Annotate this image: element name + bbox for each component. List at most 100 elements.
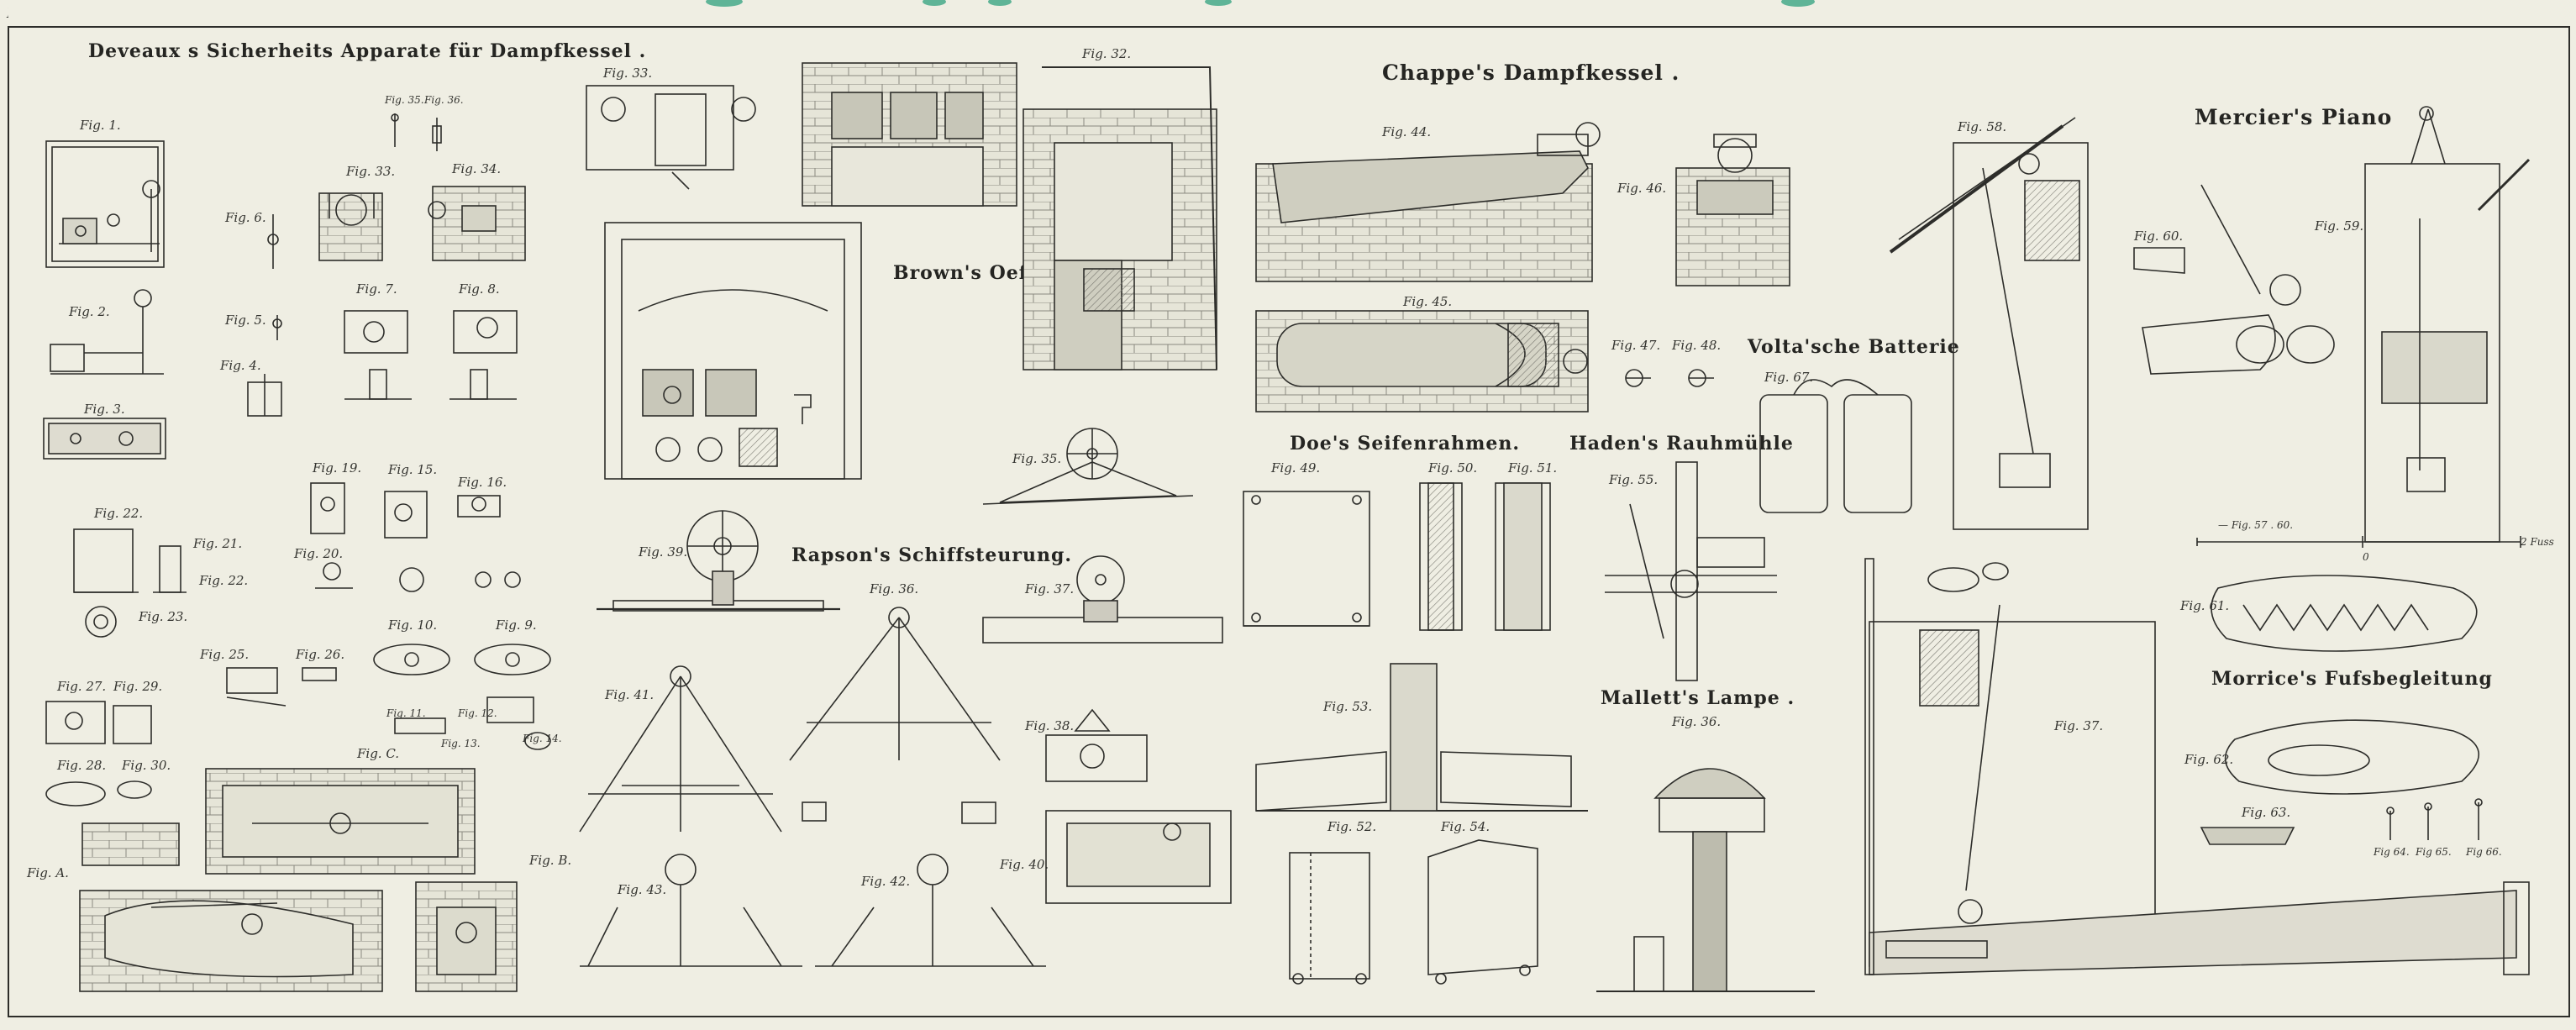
fig-label-42: Fig. 42. (861, 874, 911, 889)
fig-61-drawing (2211, 575, 2478, 652)
fig-label-47: Fig. 47. (1611, 338, 1661, 353)
fig-51-drawing (1495, 482, 1551, 631)
fig-label-14: Fig. 14. (523, 733, 562, 744)
fig-label-7: Fig. 7. (356, 281, 397, 297)
fig-label-15: Fig. 15. (388, 462, 438, 477)
fig-label-33b: Fig. 33. (603, 66, 653, 81)
fig-label-65: Fig 65. (2416, 846, 2452, 858)
fig-label-22b: Fig. 22. (199, 573, 249, 588)
fig-label-57: Fig. 37. (2054, 718, 2104, 733)
title-haden: Haden's Rauhmühle (1569, 433, 1794, 455)
fig-label-63: Fig. 63. (2242, 805, 2291, 820)
fig-36-drawing (789, 607, 1001, 761)
fig-label-36b: Fig. 36. (870, 581, 919, 596)
fig-label-45: Fig. 45. (1403, 294, 1453, 309)
fig-label-64: Fig 64. (2374, 846, 2410, 858)
fig-label-B: Fig. B. (529, 853, 572, 868)
fig-label-20: Fig. 20. (294, 546, 344, 561)
fig-label-48: Fig. 48. (1672, 338, 1722, 353)
fig-label-23: Fig. 23. (139, 609, 188, 624)
fig-46-drawing (1675, 134, 1790, 286)
fig-label-61: Fig. 61. (2180, 598, 2230, 613)
fig-label-52: Fig. 52. (1327, 819, 1377, 834)
fig-label-35a: Fig. 35. (385, 94, 424, 106)
small-parts-deveaux (226, 113, 551, 750)
fig-label-29: Fig. 29. (113, 679, 163, 694)
fig-label-9: Fig. 9. (496, 617, 537, 633)
fig-54-drawing (1427, 839, 1538, 985)
fig-3-drawing (43, 418, 166, 460)
fig-label-43: Fig. 43. (618, 882, 667, 897)
fig-C-drawing (205, 768, 476, 875)
scale-zero: 0 (2363, 551, 2369, 563)
fig-59-drawing (2364, 106, 2531, 543)
header-right: Dingler's polyt. Journal Bd. LXXXVII Tab… (2247, 5, 2568, 22)
fig-label-41: Fig. 41. (605, 687, 655, 702)
fig-label-62: Fig. 62. (2184, 752, 2234, 767)
title-volta: Volta'sche Batterie (1748, 336, 1960, 358)
fig-35-drawing (982, 428, 1194, 505)
fig-label-A: Fig. A. (27, 865, 69, 880)
fig-label-32: Fig. 32. (1082, 46, 1132, 61)
fig-2-drawing (50, 289, 164, 375)
fig-53-drawing (1255, 663, 1588, 812)
fig-label-46: Fig. 46. (1617, 181, 1667, 196)
fig-label-40: Fig. 40. (1000, 857, 1049, 872)
header-left: Neue Reihe Bd. XXXVII Tab. IV. (7, 5, 234, 22)
fig-49-drawing (1243, 491, 1370, 627)
brown-oven-front-drawing (604, 222, 862, 480)
fig-label-50: Fig. 50. (1428, 460, 1478, 476)
title-mercier: Mercier's Piano (2195, 105, 2393, 129)
fig-56-drawing (1596, 768, 1815, 992)
fig-label-53: Fig. 53. (1323, 699, 1373, 714)
fig-label-4: Fig. 4. (220, 358, 261, 373)
fig-B-drawing (415, 881, 518, 992)
fig-label-44: Fig. 44. (1382, 124, 1432, 139)
fig-58-drawing (1889, 117, 2089, 530)
fig-label-21: Fig. 21. (193, 536, 243, 551)
fig-label-8: Fig. 8. (459, 281, 500, 297)
fig-label-28: Fig. 28. (57, 758, 107, 773)
fig-43-drawing (580, 854, 802, 967)
fig-label-36a: Fig. 36. (424, 94, 464, 106)
fig-50-drawing (1419, 482, 1463, 631)
fig-label-12: Fig. 12. (458, 707, 497, 719)
fig-label-38: Fig. 38. (1025, 718, 1075, 733)
fig-label-2: Fig. 2. (69, 304, 110, 319)
fig-55-drawing (1605, 461, 1777, 681)
title-rapson: Rapson's Schiffsteurung. (791, 544, 1072, 566)
fig-37-drawing (982, 555, 1223, 644)
fig-label-11: Fig. 11. (386, 707, 426, 719)
fig-label-54: Fig. 54. (1441, 819, 1490, 834)
fig-33-drawing (586, 85, 756, 190)
fig-44-drawing (1255, 122, 1601, 282)
fig-label-55: Fig. 55. (1609, 472, 1659, 487)
title-morrice: Morrice's Fufsbegleitung (2211, 668, 2493, 690)
fig-label-5: Fig. 5. (225, 313, 266, 328)
title-mallett: Mallett's Lampe . (1601, 687, 1795, 709)
fig-label-49: Fig. 49. (1271, 460, 1321, 476)
fig-label-25: Fig. 25. (200, 647, 250, 662)
fig-32-drawing (1023, 66, 1217, 370)
fig-1-drawing (45, 140, 165, 268)
fig-label-22a: Fig. 22. (94, 506, 144, 521)
binding-tabs (706, 0, 1815, 7)
title-brown: Brown's Oefen. (893, 262, 1062, 284)
fig-label-30: Fig. 30. (122, 758, 171, 773)
fig-label-37: Fig. 37. (1025, 581, 1075, 596)
fig-45-drawing (1255, 310, 1589, 413)
scale-end: 2 Fuss (2521, 536, 2554, 548)
fig-62-drawing (2224, 719, 2479, 795)
title-chappe: Chappe's Dampfkessel . (1382, 60, 1680, 85)
fig-label-67: Fig. 67. (1764, 370, 1814, 385)
fig-label-6: Fig. 6. (225, 210, 266, 225)
fig-label-34a: Fig. 34. (452, 161, 502, 176)
fig-label-35b: Fig. 35. (1012, 451, 1062, 466)
fig-60-drawing (2133, 184, 2335, 375)
title-deveaux: Deveaux s Sicherheits Apparate für Dampf… (88, 40, 647, 62)
fig-label-36c: Fig. 36. (1672, 714, 1722, 729)
fig-label-3: Fig. 3. (84, 402, 125, 417)
fig-33-small-drawing (318, 192, 383, 261)
fig-A-drawing (79, 822, 383, 992)
